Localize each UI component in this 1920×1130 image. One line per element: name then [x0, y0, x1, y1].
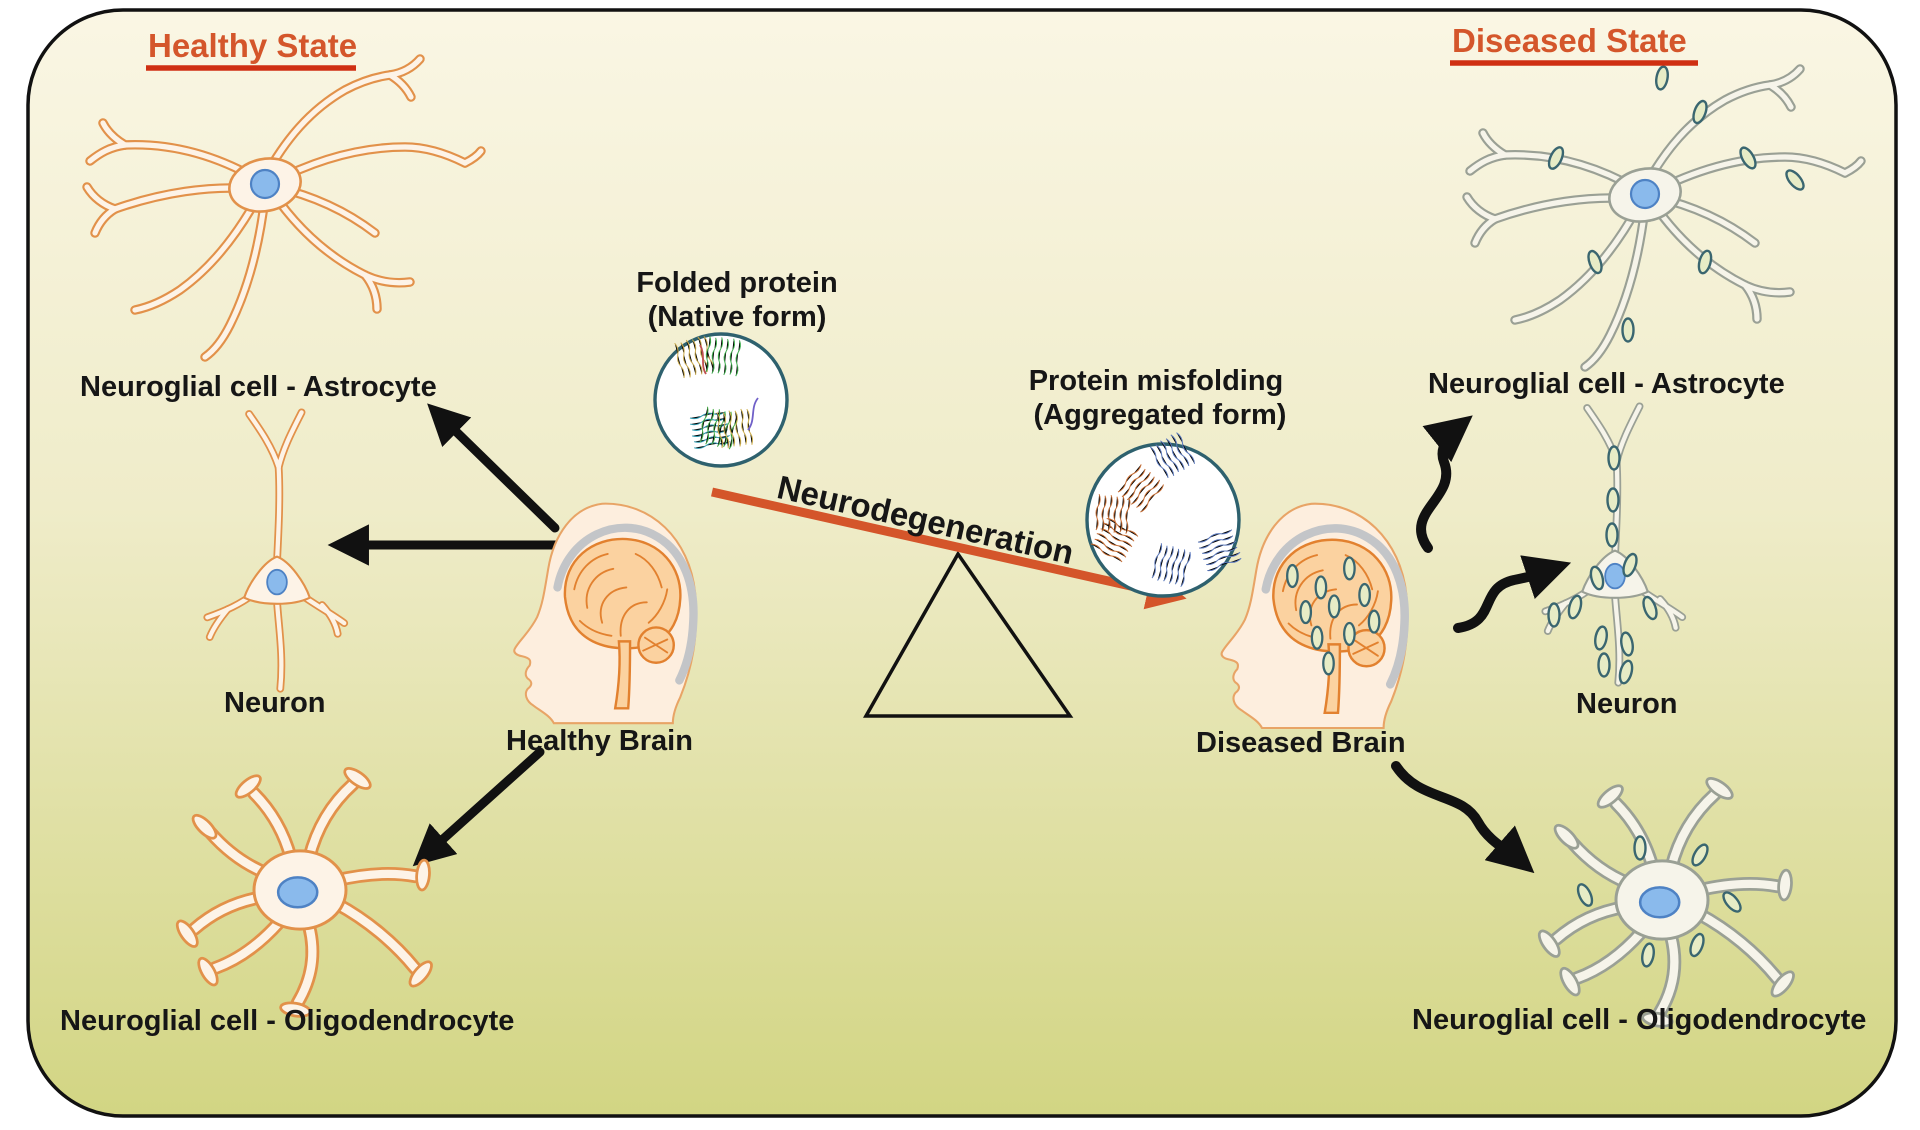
arrow-diseased-brain-to-neuron — [1453, 555, 1572, 633]
diseased-astrocyte-aggregates — [1547, 65, 1805, 343]
healthy-astrocyte-label: Neuroglial cell - Astrocyte — [80, 371, 437, 403]
diseased-oligodendrocyte-aggregates — [1576, 835, 1742, 968]
misfolded-protein-subtitle: (Aggregated form) — [1034, 399, 1287, 431]
healthy-neuron-label: Neuron — [224, 687, 326, 719]
arrow-diseased-brain-to-oligodendrocyte — [1391, 761, 1535, 874]
neurodegeneration-arrow — [711, 487, 1187, 610]
misfolded-protein-title: Protein misfolding — [1029, 365, 1284, 397]
svg-text:Healthy State: Healthy State — [148, 27, 357, 64]
diseased-neuron-label: Neuron — [1576, 688, 1678, 720]
diagram-panel — [26, 8, 1898, 1118]
diseased-brain-aggregates — [1286, 556, 1381, 676]
misfolded-protein-illustration — [1085, 430, 1244, 598]
healthy-brain-label: Healthy Brain — [506, 725, 693, 757]
arrow-healthy-brain-to-astrocyte — [427, 403, 560, 533]
healthy-oligodendrocyte-label: Neuroglial cell - Oligodendrocyte — [60, 1005, 514, 1037]
diseased-neuron-aggregates — [1547, 445, 1658, 685]
healthy-state-title: Healthy State — [146, 27, 357, 71]
folded-protein-title: Folded protein — [636, 267, 837, 299]
folded-protein-subtitle: (Native form) — [648, 301, 827, 333]
diseased-state-title: Diseased State — [1450, 22, 1698, 66]
diseased-brain-label: Diseased Brain — [1196, 727, 1406, 759]
diseased-brain-illustration — [1222, 504, 1408, 728]
folded-protein-illustration — [653, 332, 789, 468]
diseased-oligodendrocyte-label: Neuroglial cell - Oligodendrocyte — [1412, 1004, 1866, 1036]
svg-text:Diseased State: Diseased State — [1452, 22, 1687, 59]
arrow-diseased-brain-to-astrocyte — [1416, 415, 1473, 553]
seesaw-fulcrum — [862, 550, 1074, 718]
diseased-astrocyte-label: Neuroglial cell - Astrocyte — [1428, 368, 1785, 400]
arrow-healthy-brain-to-oligodendrocyte — [412, 747, 545, 867]
